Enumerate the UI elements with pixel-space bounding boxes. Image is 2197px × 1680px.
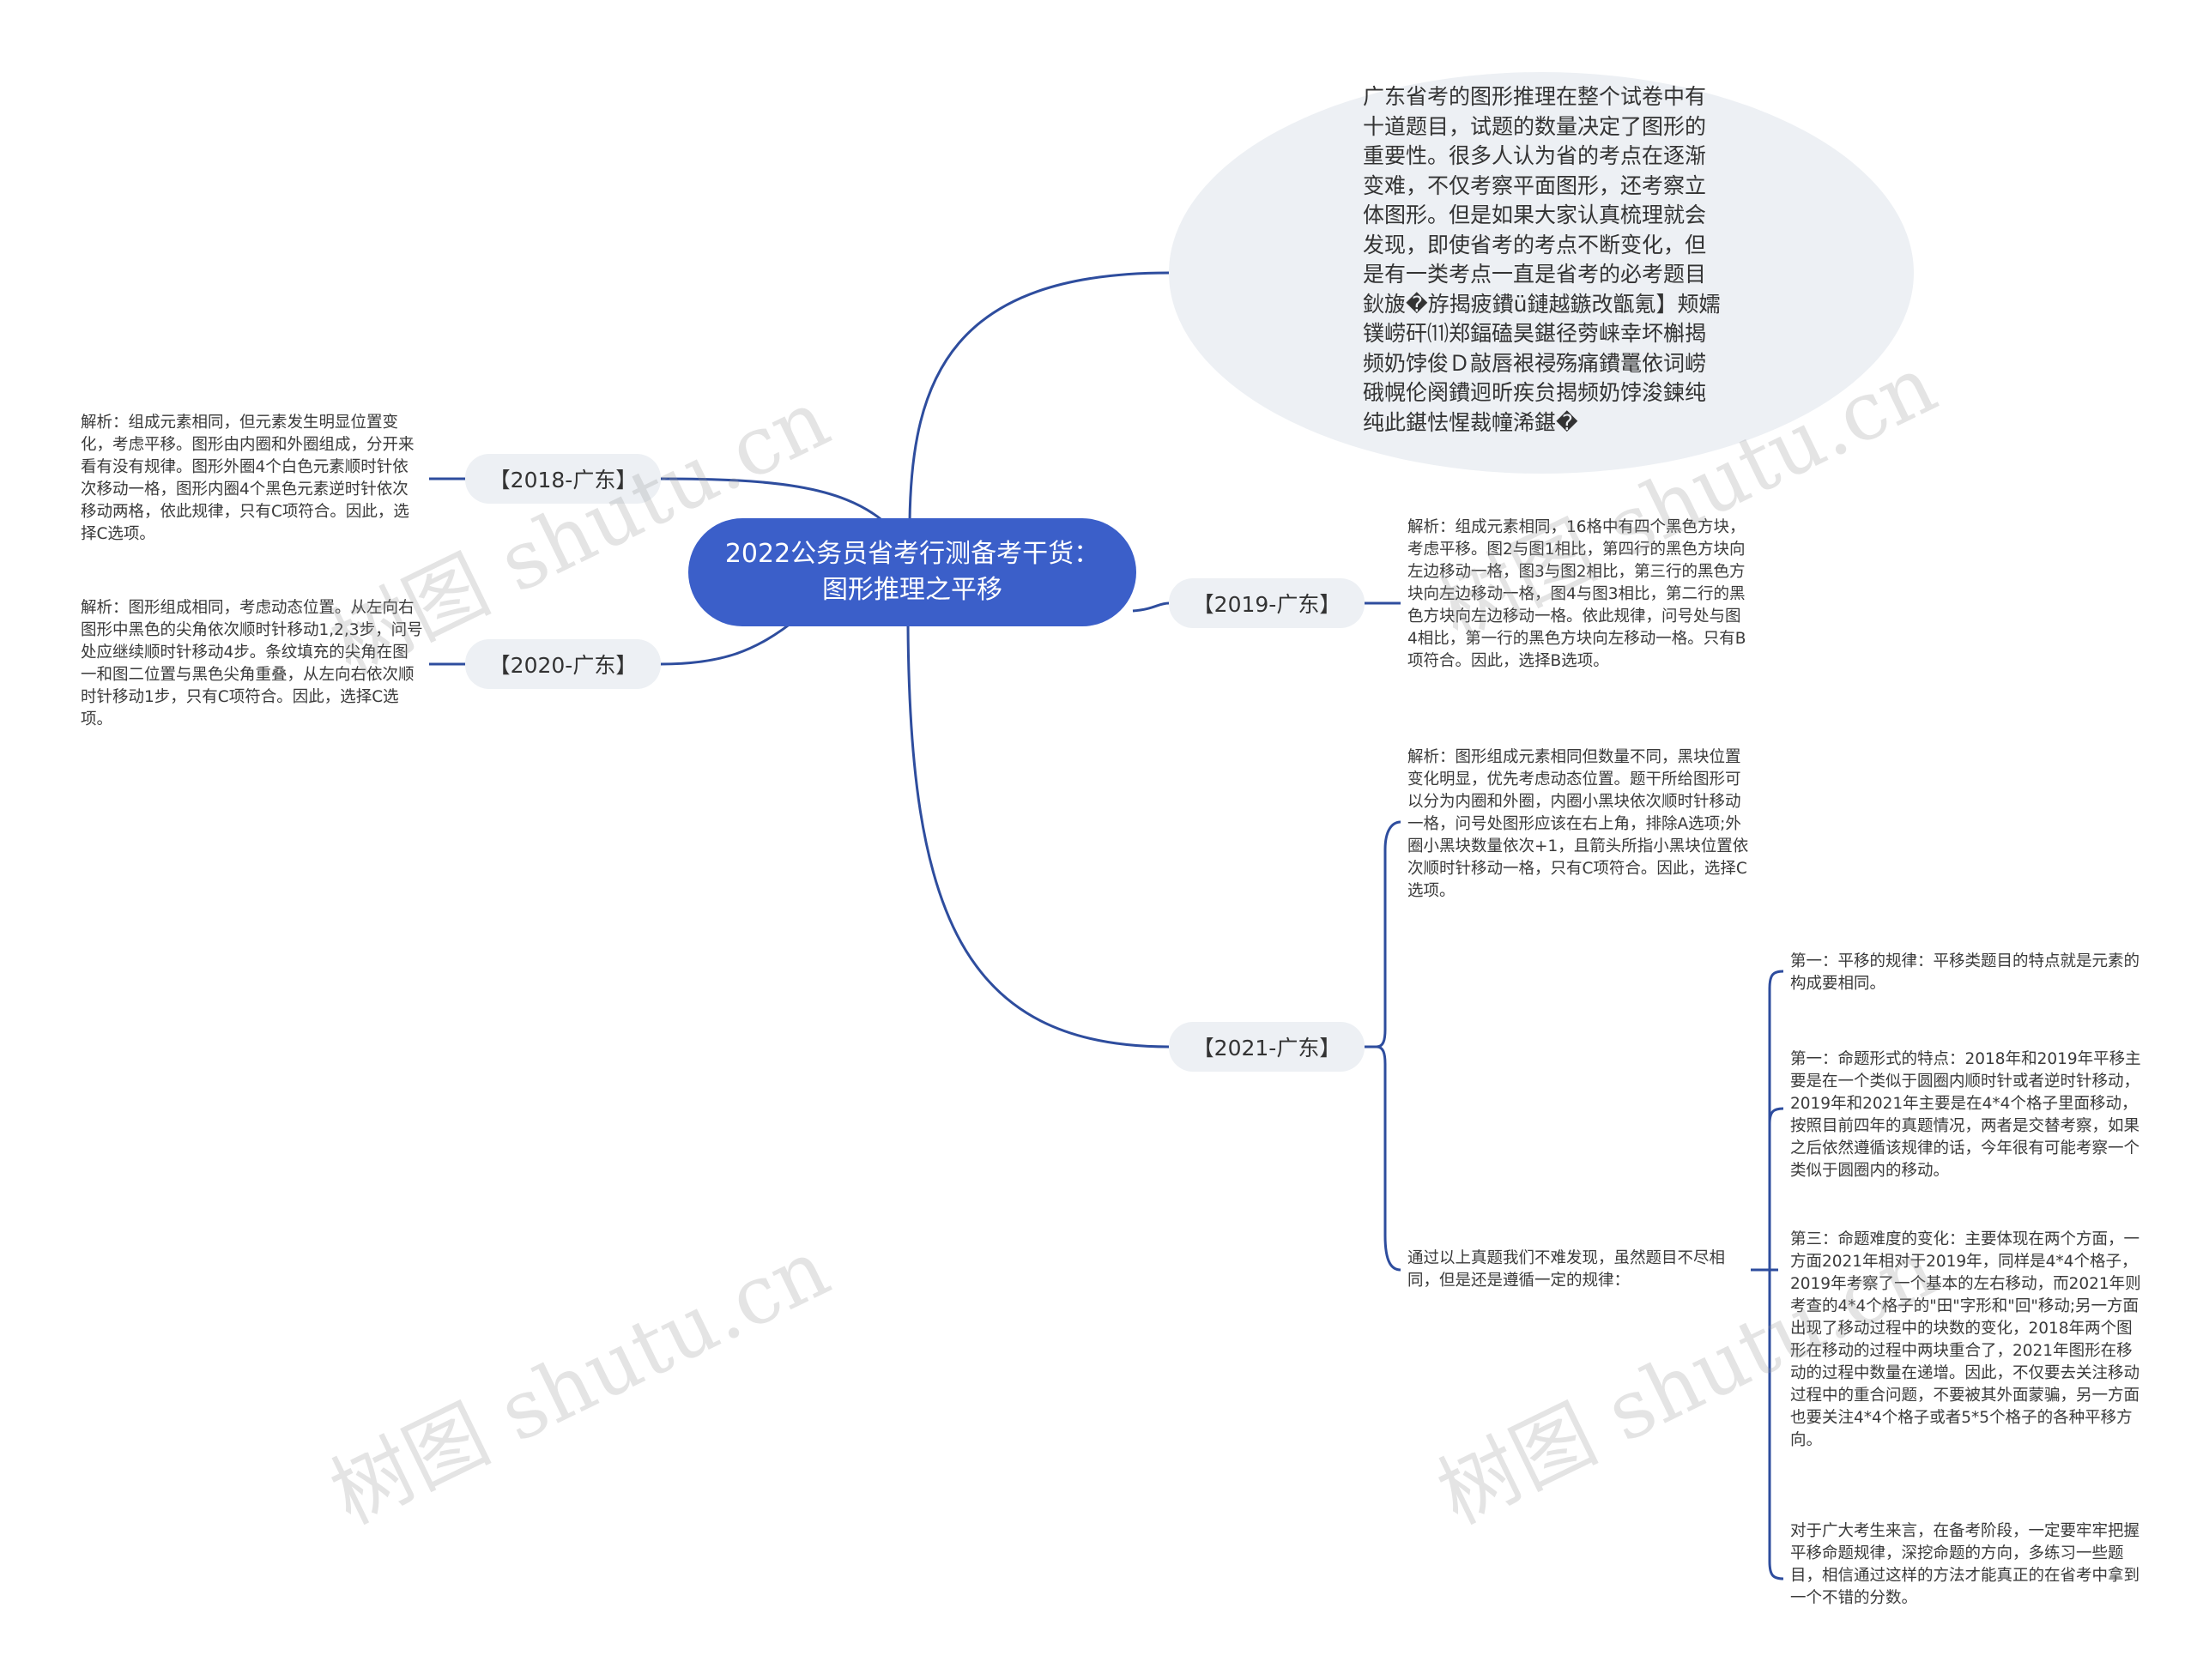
branch-2020-label: 【2020-广东】: [488, 653, 638, 678]
intro-bubble[interactable]: [1169, 72, 1914, 474]
intro-text: 广东省考的图形推理在整个试卷中有十道题目，试题的数量决定了图形的重要性。很多人认…: [1363, 84, 1721, 435]
edge-root-2019: [1132, 601, 1170, 613]
edge-2021-summary: [1365, 1045, 1401, 1272]
edge-root-2020: [660, 616, 799, 666]
note-2018: 解析：组成元素相同，但元素发生明显位置变化，考虑平移。图形由内圈和外圈组成，分开…: [81, 414, 415, 543]
point-4: 对于广大考生来言，在备考阶段，一定要牢牢把握平移命题规律，深挖命题的方向，多练习…: [1790, 1522, 2140, 1607]
branch-2021-label: 【2021-广东】: [1192, 1036, 1341, 1061]
summary-2021: 通过以上真题我们不难发现，虽然题目不尽相同，但是还是遵循一定的规律：: [1407, 1249, 1726, 1290]
note-2021: 解析：图形组成元素相同但数量不同，黑块位置变化明显，优先考虑动态位置。题干所给图…: [1407, 748, 1749, 900]
note-2019: 解析：组成元素相同，16格中有四个黑色方块，考虑平移。图2与图1相比，第四行的黑…: [1407, 518, 1746, 670]
branch-2019[interactable]: 【2019-广东】: [1169, 578, 1365, 628]
point-2: 第一：命题形式的特点：2018年和2019年平移主要是在一个类似于圆圈内顺时针或…: [1790, 1050, 2141, 1180]
root-topic[interactable]: 2022公务员省考行测备考干货：图形推理之平移: [688, 518, 1136, 626]
root-title: 2022公务员省考行测备考干货：图形推理之平移: [724, 539, 1100, 605]
branch-2021[interactable]: 【2021-广东】: [1169, 1022, 1365, 1072]
point-1: 第一：平移的规律：平移类题目的特点就是元素的构成要相同。: [1790, 952, 2140, 993]
branch-2018-label: 【2018-广东】: [488, 468, 638, 493]
point-3: 第三：命题难度的变化：主要体现在两个方面，一方面2021年相对于2019年，同样…: [1790, 1230, 2141, 1449]
branch-2018[interactable]: 【2018-广东】: [465, 454, 661, 504]
edge-root-intro: [908, 271, 1170, 523]
branch-2020[interactable]: 【2020-广东】: [465, 639, 661, 689]
note-2020: 解析：图形组成相同，考虑动态位置。从左向右图形中黑色的尖角依次顺时针移动1,2,…: [81, 599, 423, 728]
edge-root-2021: [906, 624, 1170, 1048]
branch-2019-label: 【2019-广东】: [1192, 592, 1341, 617]
edge-root-2018: [660, 477, 885, 523]
edge-2021-note: [1365, 820, 1401, 1048]
